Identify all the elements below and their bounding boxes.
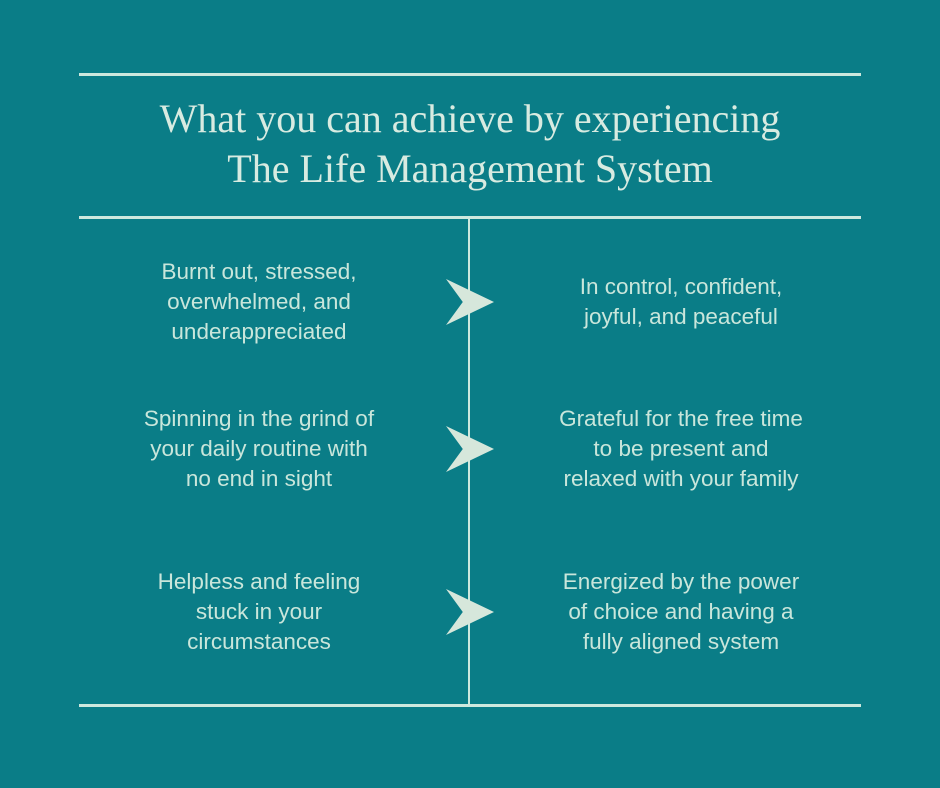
bottom-divider <box>79 704 861 707</box>
page-title: What you can achieve by experiencing The… <box>159 96 781 191</box>
chevron-right-icon <box>446 589 494 635</box>
before-text-3: Helpless and feeling stuck in your circu… <box>157 569 361 654</box>
center-divider <box>468 218 470 705</box>
arrow-container <box>446 279 494 325</box>
comparison-row-2: Spinning in the grind of your daily rout… <box>72 404 868 494</box>
comparison-row-3: Helpless and feeling stuck in your circu… <box>72 567 868 657</box>
after-text-3: Energized by the power of choice and hav… <box>562 569 800 654</box>
before-text-1: Burnt out, stressed, overwhelmed, and un… <box>161 259 357 344</box>
comparison-row-1: Burnt out, stressed, overwhelmed, and un… <box>72 257 868 347</box>
arrow-container <box>446 589 494 635</box>
top-divider <box>79 73 861 76</box>
chevron-right-icon <box>446 279 494 325</box>
header-divider <box>79 216 861 219</box>
after-text-1: In control, confident, joyful, and peace… <box>579 274 783 329</box>
before-text-2: Spinning in the grind of your daily rout… <box>143 406 375 491</box>
arrow-container <box>446 426 494 472</box>
after-text-2: Grateful for the free time to be present… <box>559 406 803 491</box>
chevron-right-icon <box>446 426 494 472</box>
